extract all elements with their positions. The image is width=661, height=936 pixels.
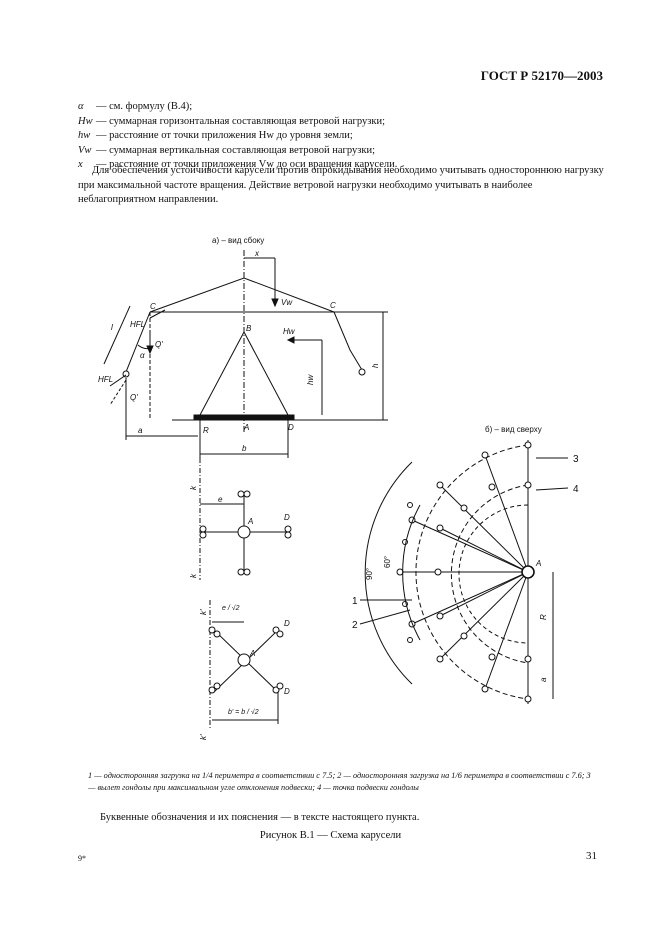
l-dimension-line (103, 305, 131, 365)
deg-90-label: 90° (365, 568, 374, 580)
diag-gondola-bl (208, 682, 221, 694)
page-number: 31 (586, 850, 597, 862)
hw-height-label: hw (306, 374, 315, 385)
point-a-diag: A (249, 649, 255, 658)
vw-arrow-head (271, 298, 279, 308)
definition-hw-height: hw— расстояние от точки приложения Hw до… (78, 130, 353, 142)
definition-alpha: α— см. формулу (В.4); (78, 101, 193, 112)
q-lower-label: Q' (130, 393, 138, 402)
definitions-list: α— см. формулу (В.4); Hw— суммарная гори… (78, 100, 618, 173)
diag-gondola-br (272, 682, 284, 694)
point-d-cross: D (284, 513, 290, 522)
top-view-diagram (364, 440, 554, 704)
rotation-center (521, 565, 535, 579)
spoke-wsw (411, 571, 529, 625)
callout-2: 2 (352, 620, 358, 631)
definition-x: x— расстояние от точки приложения Vw до … (78, 159, 398, 171)
spoke-ssw (484, 571, 529, 690)
right-gondola-arm (333, 311, 363, 371)
k-label-top: k (189, 485, 198, 490)
top-view-title: б) – вид сверху (485, 425, 542, 434)
spoke-sw (439, 571, 529, 660)
tower-outline (199, 330, 289, 416)
a-label-top: a (539, 677, 548, 682)
kprime-label-top: k' (199, 609, 208, 615)
base-platform (193, 414, 295, 421)
point-d-diag-top: D (284, 619, 290, 628)
signature-mark: 9* (78, 854, 86, 863)
arc-60 (402, 504, 421, 641)
deg-60-label: 60° (383, 556, 392, 568)
spoke-inner-2 (439, 571, 529, 617)
letters-note: Буквенные обозначения и их пояснения — в… (100, 812, 420, 823)
h-label: h (371, 363, 380, 368)
point-a-top: A (535, 559, 541, 568)
hfl-lower-label: HFL (98, 375, 113, 384)
arc-90 (364, 461, 413, 685)
spoke-nw (439, 484, 529, 573)
stability-paragraph: Для обеспечения устойчивости карусели пр… (78, 165, 604, 206)
definition-hw-force: Hw— суммарная горизонтальная составляюща… (78, 115, 386, 127)
inner-circle (458, 504, 529, 644)
alpha-label: α (140, 351, 145, 360)
right-gondola-point (358, 368, 366, 376)
diag-hub (237, 653, 251, 667)
a-label: a (138, 426, 143, 435)
point-a-cross: A (247, 517, 253, 526)
hfl-upper-arrow (149, 309, 166, 319)
cross-hub (237, 525, 251, 539)
gondola-top (237, 490, 251, 498)
definition-vw: Vw— суммарная вертикальная составляющая … (78, 144, 375, 156)
callout-3: 3 (573, 454, 579, 465)
point-b: B (246, 324, 252, 333)
point-d-side: D (288, 423, 294, 432)
point-d-diag-bottom: D (284, 687, 290, 696)
spoke-wnw (411, 519, 529, 573)
r-label-top: R (539, 614, 548, 620)
standard-header: ГОСТ Р 52170—2003 (480, 68, 603, 83)
gondola-bottom (237, 568, 251, 576)
callout-4: 4 (573, 484, 579, 495)
hw-label: Hw (283, 327, 296, 336)
gondola-right (284, 525, 292, 539)
x-label: x (254, 249, 260, 258)
hfl-upper-label: HFL (130, 320, 145, 329)
hw-arrow-head (286, 336, 295, 344)
roof-outline (149, 277, 335, 313)
l-label: l (111, 323, 113, 332)
vw-label: Vw (281, 298, 293, 307)
middle-circle-4 (450, 484, 529, 664)
point-a-side: A (243, 423, 249, 432)
callout-1: 1 (352, 596, 358, 607)
gondola-left (199, 525, 207, 539)
hfl-lower-arrow (109, 374, 127, 387)
diag-gondola-tl (208, 626, 221, 638)
e-label: e (218, 495, 223, 504)
callout-2-line (359, 609, 411, 625)
figure-caption: Рисунок В.1 — Схема карусели (259, 830, 402, 841)
alpha-arc (137, 344, 151, 350)
point-c-left: C (150, 302, 156, 311)
side-view-title: а) – вид сбоку (212, 236, 264, 245)
q-upper-label: Q' (155, 340, 163, 349)
b-label: b (242, 444, 247, 453)
spoke-nnw (484, 454, 529, 573)
callout-4-line (535, 487, 569, 491)
spoke-inner-1 (439, 527, 529, 573)
left-gondola-arm (125, 311, 151, 373)
b-sqrt2-label: b' = b / √2 (228, 708, 259, 716)
kprime-label-bottom: k' (199, 734, 208, 740)
r-label-side: R (203, 426, 209, 435)
point-c-right: C (330, 301, 336, 310)
q-upper-arrow-head (146, 345, 154, 355)
k-label-bottom: k (189, 573, 198, 578)
e-sqrt2-label: e / √2 (222, 604, 240, 612)
diag-gondola-tr (272, 626, 284, 638)
figure-legend-note: 1 — односторонняя загрузка на 1/4 периме… (88, 771, 591, 792)
